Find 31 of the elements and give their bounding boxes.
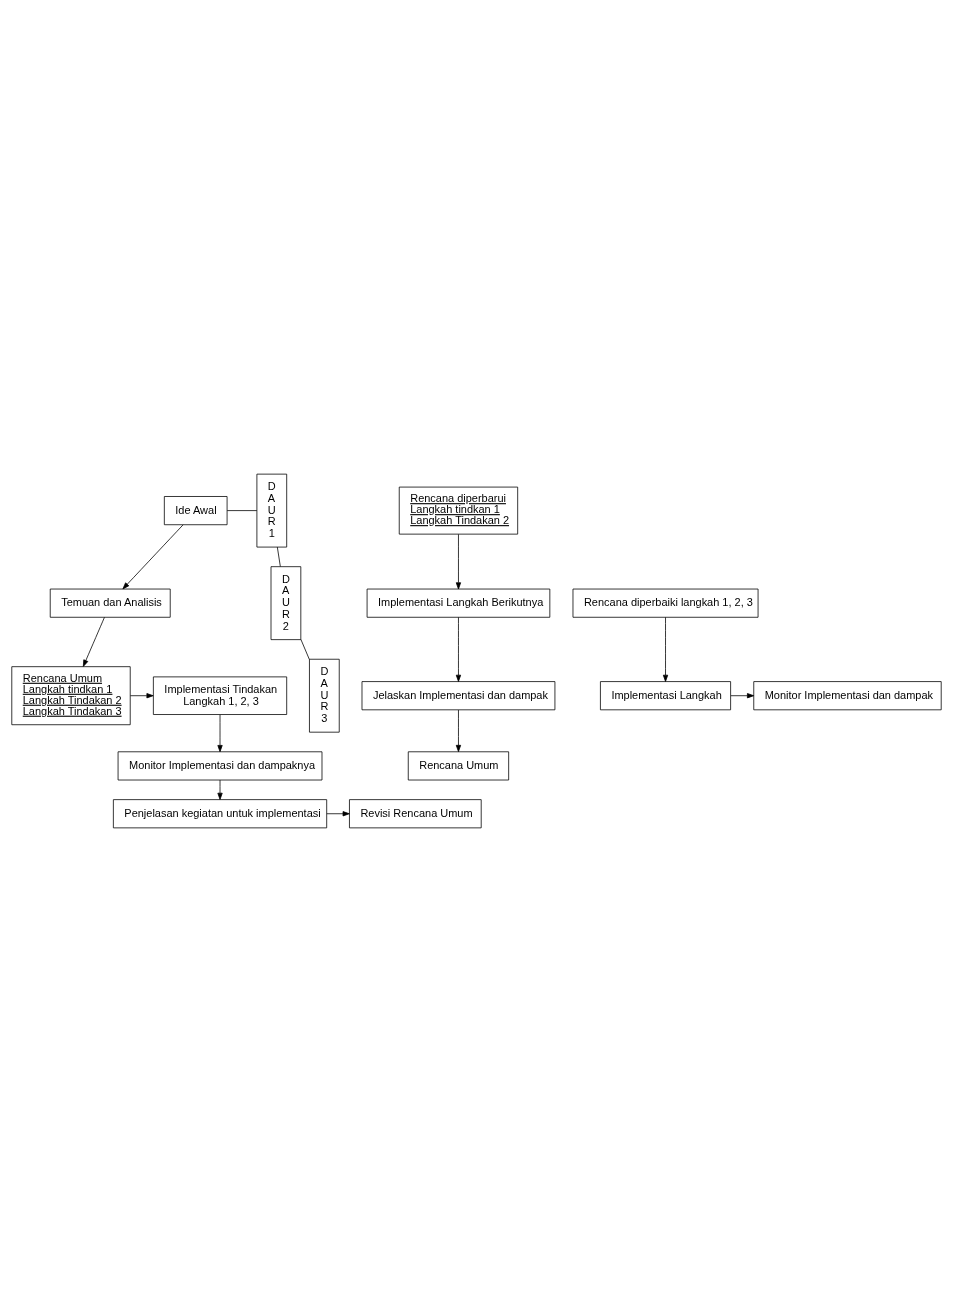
node-box: Monitor Implementasi dan dampaknya — [117, 751, 323, 781]
node-box: Revisi Rencana Umum — [349, 799, 482, 829]
arrow — [455, 533, 462, 590]
node-box: Jelaskan Implementasi dan dampak — [361, 681, 556, 711]
arrow — [130, 693, 154, 699]
arrow — [662, 617, 669, 682]
node-box: D A U R 2 — [270, 566, 302, 640]
arrow — [455, 709, 462, 752]
node-box: Rencana diperbarui Langkah tindkan 1 Langkah Tindakan 2 — [398, 486, 519, 535]
arrow — [730, 693, 755, 699]
arrow — [455, 617, 462, 682]
node-box: Rencana Umum — [407, 751, 510, 781]
node-box: Implementasi Langkah Berikutnya — [366, 588, 551, 618]
node-box: D A U R 3 — [309, 658, 340, 733]
node-box: Implementasi Tindakan Langkah 1, 2, 3 — [152, 676, 288, 715]
arrow — [217, 779, 223, 800]
arrow — [217, 714, 223, 753]
connector — [276, 546, 281, 567]
connector — [300, 639, 310, 660]
node-box: Monitor Implementasi dan dampak — [753, 681, 942, 711]
node-box: D A U R 1 — [256, 473, 288, 548]
arrow — [82, 617, 105, 667]
node-box: Penjelasan kegiatan untuk implementasi — [112, 799, 328, 829]
node-box: Ide Awal — [163, 496, 228, 526]
node-box: Temuan dan Analisis — [49, 588, 171, 618]
arrow — [326, 811, 350, 817]
node-box: Rencana diperbaiki langkah 1, 2, 3 — [572, 588, 759, 618]
node-box: Implementasi Langkah — [600, 681, 731, 711]
node-box: Rencana Umum Langkah tindkan 1 Langkah Tindakan 2 Langkah Tindakan 3 — [11, 666, 131, 726]
connector — [226, 510, 258, 511]
arrow — [122, 524, 184, 590]
